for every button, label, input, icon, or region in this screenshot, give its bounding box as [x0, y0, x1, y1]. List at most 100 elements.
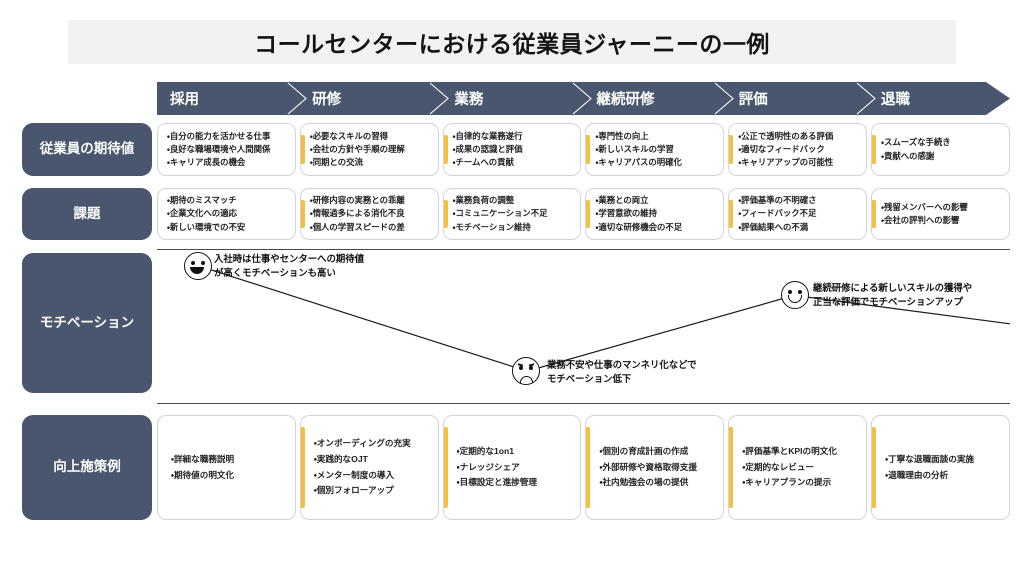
accent-bar — [872, 427, 877, 508]
accent-bar — [443, 427, 448, 508]
smiley-face-icon — [781, 281, 809, 309]
list-item: 必要なスキルの習得 — [310, 130, 405, 143]
issue-card: 研修内容の実務との乖離情報過多による消化不良個人の学習スピードの差 — [299, 188, 439, 240]
stage-item-kenshu[interactable]: 研修 — [287, 82, 441, 115]
list-item: 公正で透明性のある評価 — [738, 130, 833, 143]
list-item: 学習意欲の維持 — [595, 207, 682, 220]
list-item: 実践的なOJT — [314, 452, 411, 468]
list-item: 残留メンバーへの影響 — [881, 201, 968, 214]
action-card: 詳細な職務説明期待値の明文化 — [157, 415, 296, 520]
chevron-right-icon — [286, 82, 312, 115]
sad-face-icon — [512, 357, 540, 385]
issue-card: 期待のミスマッチ企業文化への適応新しい環境での不安 — [157, 188, 296, 240]
expectation-card: 自分の能力を活かせる仕事良好な職場環境や人間関係キャリア成長の機会 — [157, 123, 296, 176]
list-item: メンター制度の導入 — [314, 468, 411, 484]
list-item: キャリアプランの提示 — [742, 475, 837, 491]
list-item: 良好な職場環境や人間関係 — [167, 143, 271, 156]
expectation-card: 自律的な業務遂行成果の認識と評価チームへの貢献 — [442, 123, 582, 176]
mouth-happy — [190, 267, 204, 274]
list-item: 適切なフィードバック — [738, 143, 833, 156]
issue-list: 業務との両立学習意欲の維持適切な研修機会の不足 — [595, 194, 682, 233]
stage-label: 採用 — [170, 92, 199, 108]
eye-right — [798, 290, 802, 294]
list-item: モチベーション維持 — [453, 221, 548, 234]
issue-card: 評価基準の不明確さフィードバック不足評価結果への不満 — [728, 188, 868, 240]
motivation-curve — [191, 263, 1010, 372]
motivation-chart: 入社時は仕事やセンターへの期待値が高くモチベーションも高い 業務不安や仕事のマン… — [157, 248, 1010, 406]
accent-bar — [443, 135, 448, 164]
list-item: 同期との交流 — [310, 156, 405, 169]
action-card: オンボーディングの充実実践的なOJTメンター制度の導入個別フォローアップ — [299, 415, 439, 520]
list-item: 個別フォローアップ — [314, 483, 411, 499]
list-item: 丁寧な退職面談の実施 — [885, 452, 974, 468]
list-item: 会社の方針や手順の理解 — [310, 143, 405, 156]
accent-bar — [586, 427, 591, 508]
list-item: 外部研修や資格取得支援 — [599, 460, 697, 476]
issue-card: 業務負荷の調整コミュニケーション不足モチベーション維持 — [442, 188, 582, 240]
row-label-actions: 向上施策例 — [22, 415, 152, 520]
issue-card: 業務との両立学習意欲の維持適切な研修機会の不足 — [585, 188, 725, 240]
action-list: 定期的な1on1ナレッジシェア目標設定と進捗管理 — [457, 444, 537, 492]
eye-left — [519, 366, 523, 370]
action-list: 個別の育成計画の作成外部研修や資格取得支援社内勉強会の場の提供 — [599, 444, 697, 492]
chevron-right-icon — [855, 82, 881, 115]
accent-bar — [729, 135, 734, 164]
expectation-card: 必要なスキルの習得会社の方針や手順の理解同期との交流 — [299, 123, 439, 176]
chevron-right-icon — [428, 82, 454, 115]
stage-label: 継続研修 — [596, 92, 655, 108]
action-list: 評価基準とKPIの明文化定期的なレビューキャリアプランの提示 — [742, 444, 837, 492]
accent-bar — [872, 200, 877, 228]
issue-list: 研修内容の実務との乖離情報過多による消化不良個人の学習スピードの差 — [310, 194, 405, 233]
expectation-list: 必要なスキルの習得会社の方針や手順の理解同期との交流 — [310, 130, 405, 169]
stage-item-taishoku[interactable]: 退職 — [856, 82, 1010, 115]
stage-header-bar: 採用 研修 業務 継続研修 評価 — [157, 82, 1010, 115]
list-item: 個人の学習スピードの差 — [310, 221, 405, 234]
list-item: 評価結果への不満 — [738, 221, 816, 234]
mouth-sad — [520, 376, 533, 383]
accent-bar — [300, 200, 305, 228]
list-item: スムーズな手続き — [881, 136, 951, 149]
list-item: 詳細な職務説明 — [171, 452, 234, 468]
motivation-bottom-rule — [157, 403, 1010, 404]
list-item: 新しいスキルの学習 — [595, 143, 681, 156]
action-list: 詳細な職務説明期待値の明文化 — [171, 452, 234, 484]
expectation-list: 自分の能力を活かせる仕事良好な職場環境や人間関係キャリア成長の機会 — [167, 130, 271, 169]
stage-bar-shape — [157, 82, 1010, 115]
title-band: コールセンターにおける従業員ジャーニーの一例 — [68, 20, 956, 64]
expectation-list: スムーズな手続き貢献への感謝 — [881, 136, 951, 163]
accent-bar — [300, 135, 305, 164]
issue-list: 期待のミスマッチ企業文化への適応新しい環境での不安 — [167, 194, 245, 233]
expectations-row: 自分の能力を活かせる仕事良好な職場環境や人間関係キャリア成長の機会必要なスキルの… — [157, 123, 1010, 176]
expectation-list: 専門性の向上新しいスキルの学習キャリアパスの明確化 — [595, 130, 682, 169]
list-item: 研修内容の実務との乖離 — [310, 194, 405, 207]
issue-list: 評価基準の不明確さフィードバック不足評価結果への不満 — [738, 194, 816, 233]
motivation-top-rule — [157, 249, 1010, 250]
accent-bar — [872, 135, 877, 164]
list-item: 貢献への感謝 — [881, 150, 950, 163]
action-card: 定期的な1on1ナレッジシェア目標設定と進捗管理 — [442, 415, 582, 520]
list-item: 退職理由の分析 — [885, 468, 974, 484]
list-item: 評価基準の不明確さ — [738, 194, 816, 207]
actions-row: 詳細な職務説明期待値の明文化 オンボーディングの充実実践的なOJTメンター制度の導… — [157, 415, 1010, 520]
accent-bar — [300, 427, 305, 508]
stage-item-gyomu[interactable]: 業務 — [429, 82, 583, 115]
stage-item-hyoka[interactable]: 評価 — [714, 82, 868, 115]
list-item: 目標設定と進捗管理 — [457, 475, 537, 491]
eye-left — [191, 261, 195, 265]
list-item: 自律的な業務遂行 — [453, 130, 523, 143]
chevron-right-icon — [571, 82, 597, 115]
list-item: 定期的なレビュー — [742, 460, 837, 476]
stage-item-saiyo[interactable]: 採用 — [157, 82, 299, 115]
issue-list: 残留メンバーへの影響会社の評判への影響 — [881, 201, 968, 227]
stage-label: 評価 — [738, 92, 768, 108]
list-item: 個別の育成計画の作成 — [599, 444, 696, 460]
accent-bar — [586, 200, 591, 228]
list-item: 期待値の明文化 — [171, 468, 234, 484]
accent-bar — [729, 200, 734, 228]
list-item: 成果の認識と評価 — [453, 143, 523, 156]
list-item: チームへの貢献 — [453, 156, 523, 169]
stage-item-keizoku-kenshu[interactable]: 継続研修 — [572, 82, 726, 115]
stage-label: 退職 — [880, 92, 910, 108]
list-item: 業務負荷の調整 — [453, 194, 548, 207]
annotation-low: 業務不安や仕事のマンネリ化などでモチベーション低下 — [547, 359, 697, 384]
